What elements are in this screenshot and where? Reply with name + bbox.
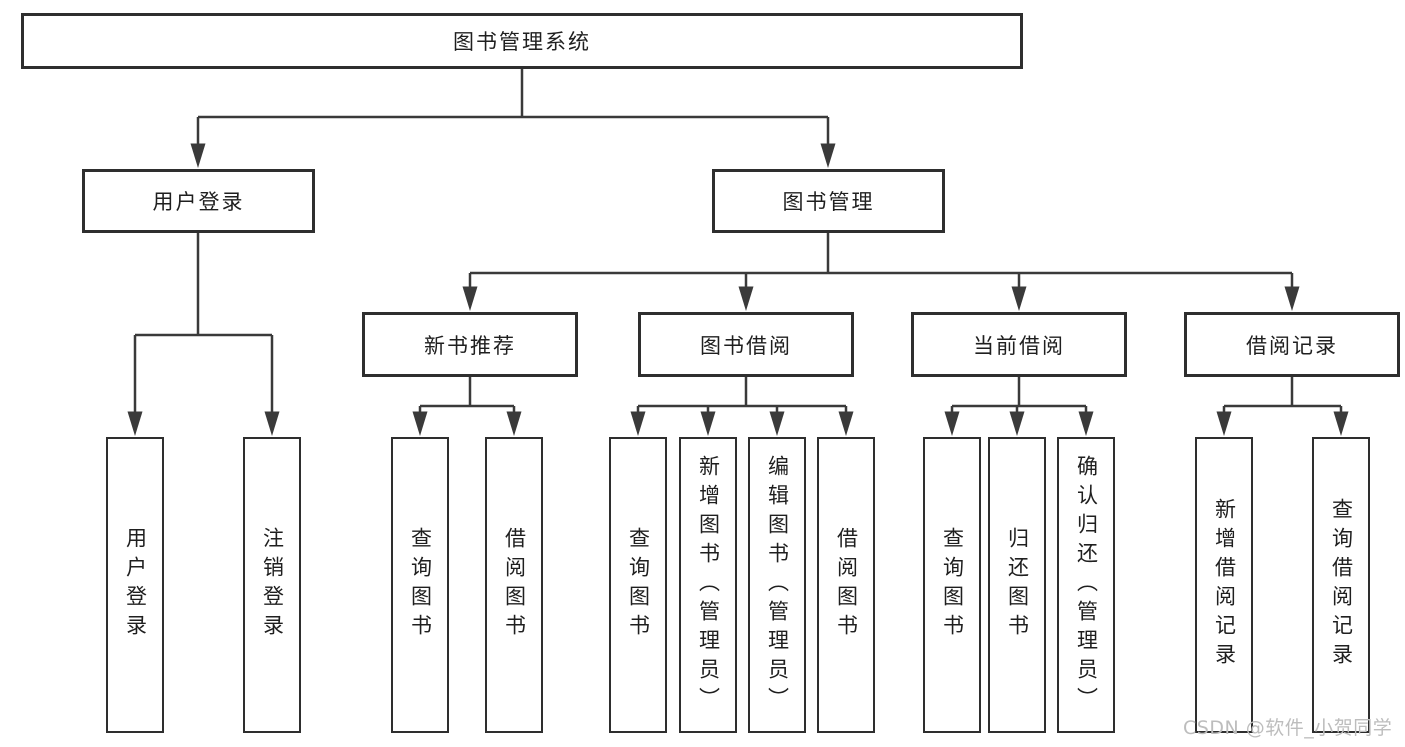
leaf-query-books-borrowing: 查询图书 (609, 437, 667, 733)
leaf-confirm-return-admin: 确认归还（管理员） (1057, 437, 1115, 733)
node-label: 用户登录 (152, 190, 245, 214)
node-label: 图书管理 (782, 190, 875, 214)
leaf-return-books: 归还图书 (988, 437, 1046, 733)
leaf-label: 借阅图书 (834, 527, 859, 643)
node-borrowing-records: 借阅记录 (1184, 312, 1400, 377)
leaf-edit-books-admin: 编辑图书（管理员） (748, 437, 806, 733)
node-book-borrowing: 图书借阅 (638, 312, 854, 377)
leaf-query-books-recommend: 查询图书 (391, 437, 449, 733)
leaf-query-books-current: 查询图书 (923, 437, 981, 733)
leaf-label: 查询图书 (940, 527, 965, 643)
node-library-system: 图书管理系统 (21, 13, 1023, 69)
leaf-label: 注销登录 (260, 527, 285, 643)
leaf-query-borrow-record: 查询借阅记录 (1312, 437, 1370, 733)
node-current-borrowing: 当前借阅 (911, 312, 1127, 377)
leaf-label: 编辑图书（管理员） (765, 454, 790, 716)
leaf-add-borrow-record: 新增借阅记录 (1195, 437, 1253, 733)
leaf-label: 新增图书（管理员） (696, 454, 721, 716)
node-label: 图书管理系统 (453, 30, 591, 54)
arrowheads (127, 143, 1349, 436)
leaf-add-books-admin: 新增图书（管理员） (679, 437, 737, 733)
node-label: 借阅记录 (1246, 333, 1338, 358)
leaf-label: 查询图书 (626, 527, 651, 643)
leaf-label: 归还图书 (1005, 527, 1030, 643)
leaf-logout: 注销登录 (243, 437, 301, 733)
leaf-borrow-books-recommend: 借阅图书 (485, 437, 543, 733)
leaf-label: 借阅图书 (502, 527, 527, 643)
leaf-label: 新增借阅记录 (1212, 498, 1237, 672)
node-label: 当前借阅 (973, 333, 1065, 358)
leaf-user-login: 用户登录 (106, 437, 164, 733)
leaf-label: 确认归还（管理员） (1074, 454, 1099, 716)
leaf-label: 查询图书 (408, 527, 433, 643)
node-new-book-recommend: 新书推荐 (362, 312, 578, 377)
leaf-label: 查询借阅记录 (1329, 498, 1354, 672)
csdn-watermark: CSDN @软件_小贺同学 (1183, 717, 1393, 739)
node-book-management: 图书管理 (712, 169, 945, 233)
node-label: 图书借阅 (700, 333, 792, 358)
node-label: 新书推荐 (424, 333, 516, 358)
node-user-login: 用户登录 (82, 169, 315, 233)
leaf-borrow-books: 借阅图书 (817, 437, 875, 733)
leaf-label: 用户登录 (123, 527, 148, 643)
